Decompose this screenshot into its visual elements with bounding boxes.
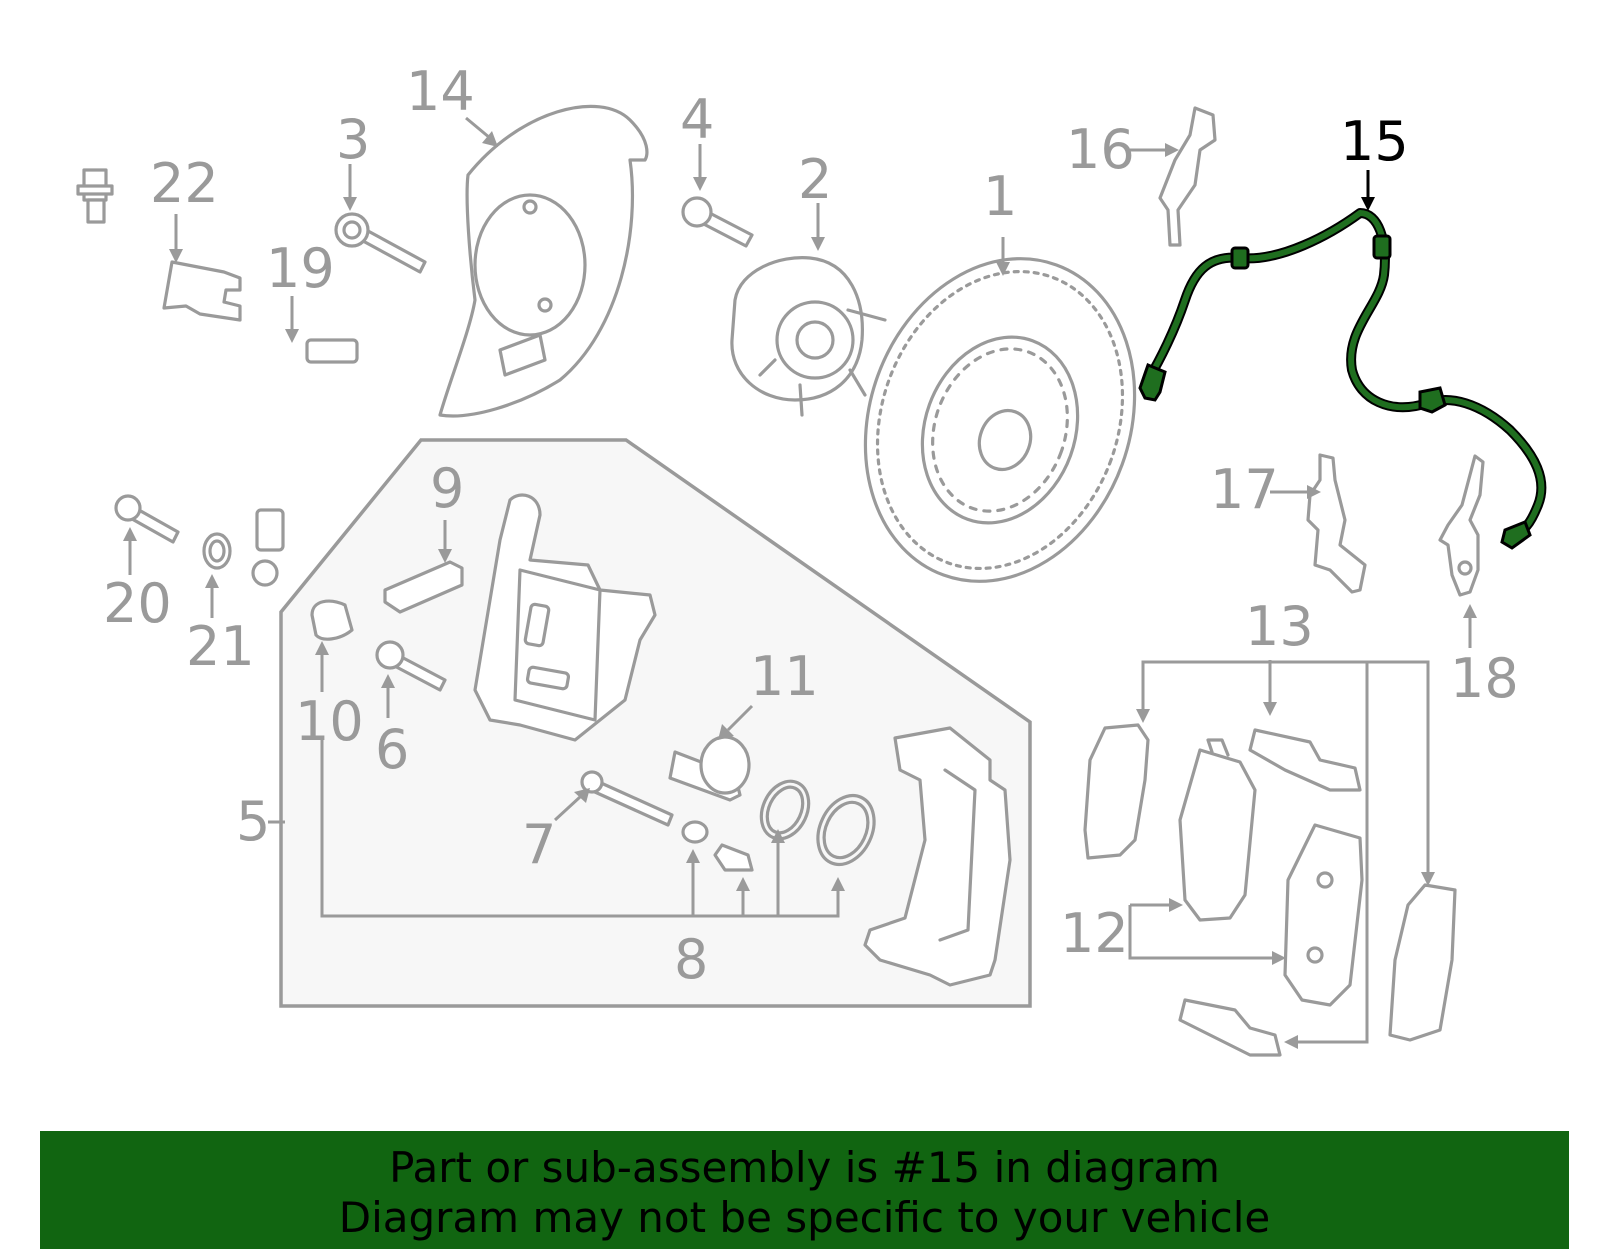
part-5-caliper-bracket[interactable] [863, 726, 1012, 987]
banner-line-1: Part or sub-assembly is #15 in diagram [389, 1143, 1220, 1192]
part-2-hub-bearing[interactable] [730, 256, 887, 417]
callout-4[interactable]: 4 [680, 88, 714, 151]
callout-5[interactable]: 5 [236, 790, 270, 853]
part-15-wheel-speed-sensor[interactable] [1138, 208, 1547, 550]
callout-15[interactable]: 15 [1340, 110, 1409, 173]
part-19-brake-hose[interactable] [55, 168, 417, 587]
callout-8[interactable]: 8 [674, 928, 708, 991]
callout-10[interactable]: 10 [295, 690, 364, 753]
part-17-bracket[interactable] [1306, 453, 1367, 594]
callout-22[interactable]: 22 [150, 152, 219, 215]
callout-labels: 1 2 3 4 5 6 7 8 9 10 11 12 13 14 15 16 1… [103, 60, 1519, 991]
part-5-caliper-body[interactable] [473, 493, 657, 742]
callout-13[interactable]: 13 [1245, 595, 1314, 658]
part-4-stud[interactable] [681, 196, 754, 248]
info-banner: Part or sub-assembly is #15 in diagram D… [40, 1131, 1569, 1249]
callout-19[interactable]: 19 [266, 237, 335, 300]
callout-21[interactable]: 21 [186, 615, 255, 678]
leader-lines [123, 116, 1477, 1049]
part-9-pad-clip[interactable] [383, 560, 464, 614]
callout-18[interactable]: 18 [1450, 647, 1519, 710]
part-3-bolt[interactable] [334, 212, 427, 274]
callout-17[interactable]: 17 [1210, 458, 1279, 521]
callout-6[interactable]: 6 [375, 718, 409, 781]
sensor-clip [1418, 386, 1447, 414]
part-13-pad-hardware[interactable] [1083, 723, 1457, 1057]
callout-3[interactable]: 3 [336, 108, 370, 171]
sensor-cable-highlight [1145, 210, 1545, 541]
callout-7[interactable]: 7 [522, 813, 556, 876]
callout-16[interactable]: 16 [1066, 118, 1135, 181]
callout-11[interactable]: 11 [750, 645, 819, 708]
callout-20[interactable]: 20 [103, 572, 172, 635]
part-18-bracket[interactable] [1438, 454, 1485, 597]
callout-1[interactable]: 1 [983, 165, 1017, 228]
callout-2[interactable]: 2 [798, 148, 832, 211]
part-21-washer[interactable] [202, 532, 232, 570]
part-1-brake-rotor[interactable] [821, 220, 1178, 619]
part-16-bracket[interactable] [1158, 106, 1217, 247]
callout-14[interactable]: 14 [406, 60, 475, 123]
callout-9[interactable]: 9 [430, 457, 464, 520]
part-10-boot[interactable] [310, 599, 354, 641]
sensor-head [1500, 520, 1532, 550]
part-22-clip[interactable] [162, 260, 242, 322]
sensor-connector [1138, 363, 1167, 402]
sensor-grommet-2 [1372, 234, 1392, 260]
part-6-bolt[interactable] [375, 640, 447, 692]
part-8-seal-kit[interactable] [681, 774, 885, 874]
part-7-guide-pin[interactable] [580, 770, 674, 827]
banner-line-2: Diagram may not be specific to your vehi… [338, 1193, 1271, 1242]
part-14-dust-shield[interactable] [438, 104, 649, 418]
part-20-bolt[interactable] [114, 494, 180, 544]
part-12-brake-pads[interactable] [1178, 738, 1364, 1007]
callout-12[interactable]: 12 [1060, 902, 1129, 965]
sensor-grommet-1 [1230, 246, 1250, 270]
part-11-piston[interactable] [668, 735, 751, 802]
banner-text: Part or sub-assembly is #15 in diagram D… [40, 1131, 1569, 1243]
